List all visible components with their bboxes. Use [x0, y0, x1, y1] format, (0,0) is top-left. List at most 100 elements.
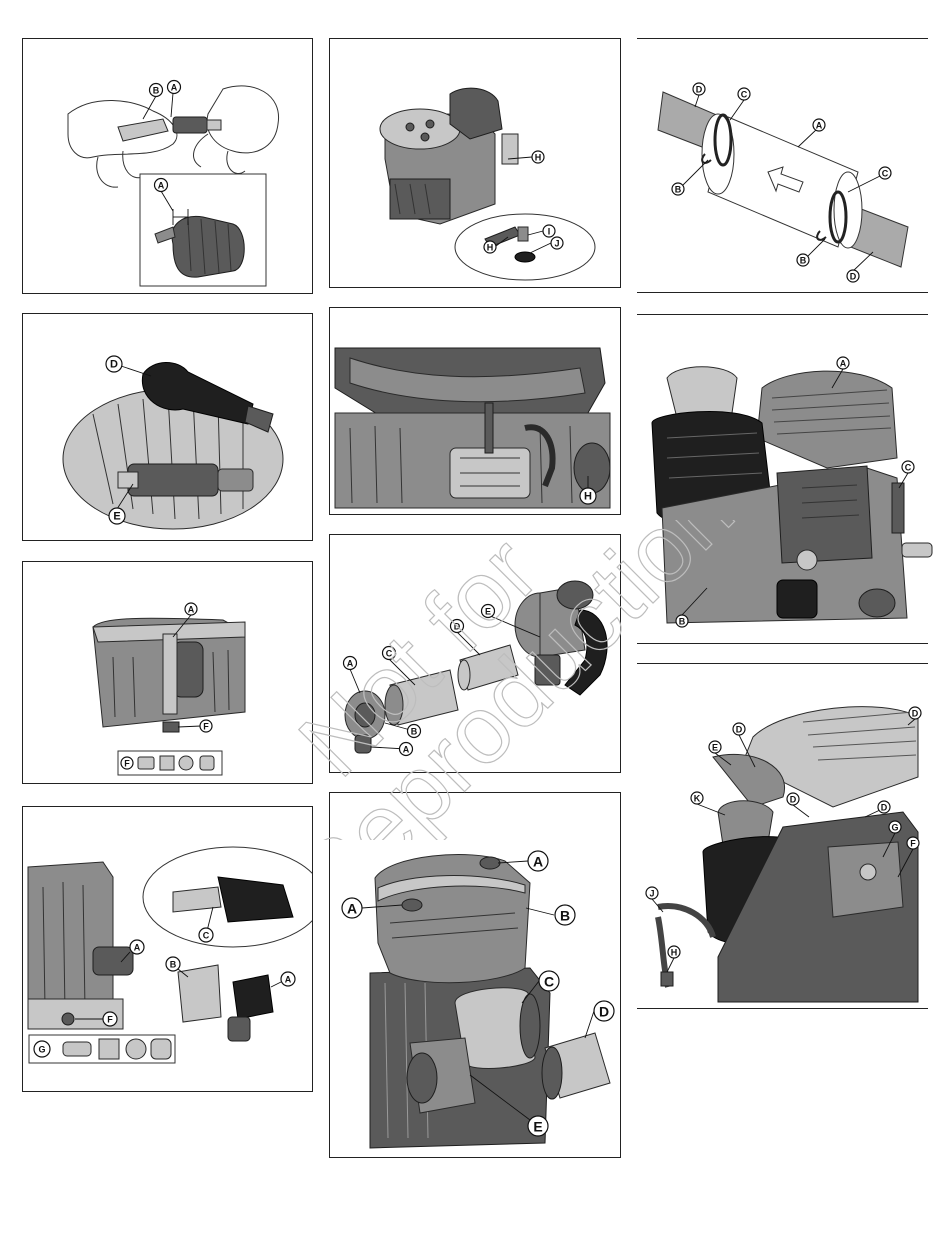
svg-text:C: C	[741, 90, 748, 100]
callout-h-inset: H	[484, 241, 496, 253]
svg-text:D: D	[881, 803, 888, 813]
svg-text:C: C	[386, 649, 393, 659]
svg-text:A: A	[285, 975, 292, 985]
svg-text:D: D	[454, 622, 461, 632]
callout-h: H	[668, 946, 680, 958]
air-cleaner-cartridge-callouts: E D C A B A	[330, 535, 620, 772]
muffler-callouts: H	[330, 308, 620, 514]
svg-text:A: A	[347, 659, 354, 669]
oil-drain-valve-callouts: A C B A F G	[23, 807, 312, 1091]
svg-text:E: E	[485, 607, 491, 617]
callout-a: A	[344, 657, 357, 670]
svg-text:E: E	[113, 511, 120, 523]
fuel-filter-callouts: H I H J	[330, 39, 620, 287]
callout-d-mid: D	[787, 793, 799, 805]
callout-a-lower: A	[400, 743, 413, 756]
rule-hose-top	[637, 38, 928, 39]
svg-text:K: K	[694, 794, 701, 804]
svg-text:J: J	[649, 889, 654, 899]
svg-text:B: B	[679, 617, 686, 627]
figure-air-cleaner-cover: A A B C D E	[329, 792, 621, 1158]
svg-text:A: A	[158, 181, 165, 191]
svg-text:A: A	[533, 854, 543, 870]
callout-c: C	[383, 647, 396, 660]
callout-d-top: D	[909, 707, 921, 719]
svg-text:C: C	[882, 169, 889, 179]
svg-text:A: A	[816, 121, 823, 131]
callout-a: A	[837, 357, 849, 369]
callout-a-valve: A	[281, 972, 295, 986]
svg-text:G: G	[891, 823, 898, 833]
svg-text:B: B	[675, 185, 682, 195]
callout-a: A	[185, 603, 197, 615]
callout-b: B	[150, 84, 163, 97]
callout-e: E	[109, 508, 125, 524]
callout-d-right: D	[878, 801, 890, 813]
callout-a: A	[168, 81, 181, 94]
svg-text:A: A	[840, 359, 847, 369]
figure-oil-drain-valve: A C B A F G	[22, 806, 313, 1092]
callout-d-right: D	[847, 270, 859, 282]
svg-text:A: A	[171, 83, 178, 93]
figure-oil-drain-plug: A F F	[22, 561, 313, 784]
svg-text:D: D	[850, 272, 857, 282]
svg-text:B: B	[153, 86, 160, 96]
callout-b: B	[408, 725, 421, 738]
callout-c: C	[738, 88, 750, 100]
rule-exploded-bottom	[637, 1008, 928, 1009]
rule-hose-bottom	[637, 292, 928, 293]
callout-b: B	[166, 957, 180, 971]
callout-f: F	[907, 837, 919, 849]
callout-i: I	[543, 225, 555, 237]
svg-text:A: A	[347, 901, 357, 917]
callout-d: D	[693, 83, 705, 95]
callout-h: H	[580, 488, 596, 504]
svg-text:G: G	[38, 1045, 45, 1055]
svg-text:D: D	[736, 725, 743, 735]
svg-text:A: A	[134, 943, 141, 953]
callout-f-row: F	[121, 757, 133, 769]
svg-text:E: E	[712, 743, 718, 753]
svg-text:A: A	[403, 745, 410, 755]
spark-plug-gap-callouts: B A A	[23, 39, 312, 293]
svg-text:A: A	[188, 605, 195, 615]
callout-j: J	[551, 237, 563, 249]
air-cleaner-cover-callouts: A A B C D E	[330, 793, 620, 1157]
svg-text:C: C	[905, 463, 912, 473]
callout-e: E	[528, 1116, 548, 1136]
svg-text:E: E	[533, 1119, 542, 1135]
figure-fuel-filter: H I H J	[329, 38, 621, 288]
callout-f: F	[103, 1012, 117, 1026]
callout-d: D	[106, 356, 122, 372]
callout-f: F	[200, 720, 212, 732]
callout-j: J	[646, 887, 658, 899]
engine-shroud-callouts: A C B	[637, 318, 937, 638]
callout-a: A	[528, 851, 548, 871]
svg-text:D: D	[790, 795, 797, 805]
svg-text:F: F	[124, 759, 130, 769]
svg-text:B: B	[800, 256, 807, 266]
callout-d-pair: D	[733, 723, 745, 735]
svg-text:I: I	[548, 227, 551, 237]
callout-a-left: A	[342, 898, 362, 918]
svg-text:F: F	[107, 1015, 113, 1025]
figure-spark-plug-wire: D E	[22, 313, 313, 541]
spark-plug-wire-callouts: D E	[23, 314, 312, 540]
shroud-exploded-callouts: D D E K D D G F J H	[633, 667, 933, 1007]
callout-g: G	[889, 821, 901, 833]
callout-k: K	[691, 792, 703, 804]
svg-text:D: D	[599, 1004, 609, 1020]
svg-text:H: H	[584, 491, 592, 503]
hose-clamp-callouts: D C A B C B D	[633, 42, 933, 292]
rule-shroud-top	[637, 314, 928, 315]
callout-a-inset: A	[155, 179, 168, 192]
rule-exploded-top	[637, 663, 928, 664]
callout-c-right: C	[879, 167, 891, 179]
svg-text:D: D	[912, 709, 919, 719]
figure-muffler: H	[329, 307, 621, 515]
callout-g: G	[34, 1041, 50, 1057]
figure-air-cleaner-cartridge: E D C A B A	[329, 534, 621, 773]
svg-text:H: H	[487, 243, 494, 253]
callout-c: C	[902, 461, 914, 473]
callout-c: C	[539, 971, 559, 991]
